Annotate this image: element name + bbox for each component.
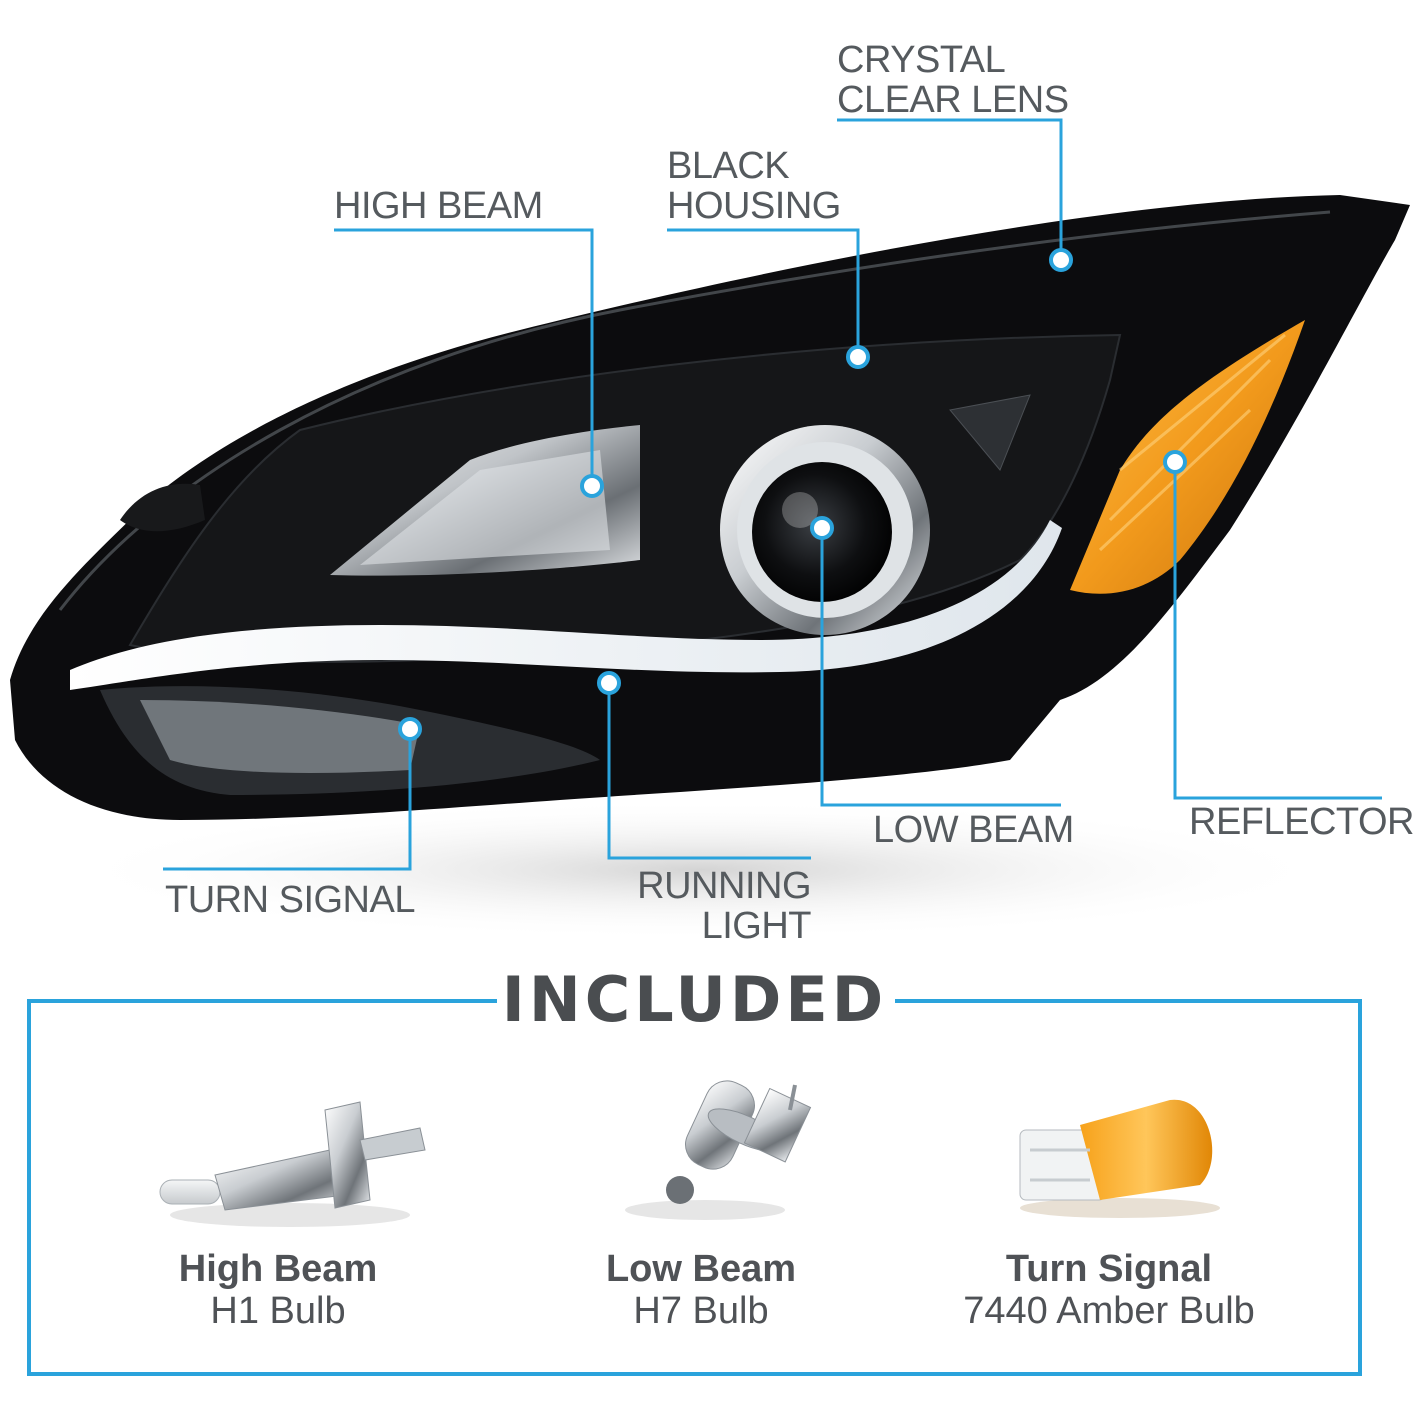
reflector-label: REFLECTOR: [1189, 802, 1414, 842]
crystal-clear-lens-label: CRYSTAL CLEAR LENS: [837, 40, 1069, 120]
callout-lines: [163, 118, 1382, 871]
turn-signal-bulb-title: Turn Signal: [1005, 1248, 1213, 1290]
h7-bulb-image: [625, 1080, 812, 1220]
crystal-lens-dot: [1049, 248, 1073, 272]
ground-shadow: [60, 800, 1340, 940]
reflector-leader: [1173, 462, 1382, 800]
high-beam-text: HIGH BEAM: [334, 185, 543, 227]
turn-signal-text: TURN SIGNAL: [165, 879, 415, 921]
included-frame: [27, 999, 1362, 1376]
amber-reflector: [1070, 320, 1305, 594]
high-beam-leader: [334, 228, 594, 486]
running-light-line1: RUNNING: [637, 865, 811, 907]
low-beam-leader: [820, 528, 1061, 807]
reflector-dot: [1163, 450, 1187, 474]
crystal-clear-lens-line1: CRYSTAL: [837, 39, 1006, 81]
turn-signal-leader: [163, 729, 412, 871]
running-light-leader: [607, 683, 811, 860]
high-beam-bulb-caption: High Beam H1 Bulb: [68, 1248, 488, 1332]
turn-signal-dot: [398, 717, 422, 741]
running-light-dot: [597, 671, 621, 695]
black-housing-line2: HOUSING: [667, 185, 841, 227]
running-light-label: RUNNING LIGHT: [611, 866, 811, 946]
low-beam-dot: [810, 516, 834, 540]
low-beam-bulb-title: Low Beam: [605, 1248, 797, 1290]
turn-signal-bulb-caption: Turn Signal 7440 Amber Bulb: [899, 1248, 1319, 1332]
running-light-line2: LIGHT: [701, 905, 812, 947]
black-housing-label: BLACK HOUSING: [667, 146, 841, 226]
headlight-assembly: [10, 195, 1410, 820]
low-beam-bulb-subtitle: H7 Bulb: [633, 1290, 769, 1332]
low-beam-bulb-caption: Low Beam H7 Bulb: [491, 1248, 911, 1332]
high-beam-bulb-title: High Beam: [178, 1248, 378, 1290]
high-beam-bulb-subtitle: H1 Bulb: [210, 1290, 346, 1332]
turn-signal-bulb-subtitle: 7440 Amber Bulb: [963, 1290, 1255, 1332]
included-title: INCLUDED: [497, 960, 892, 1040]
h1-bulb-image: [159, 1101, 426, 1227]
black-housing-dot: [846, 345, 870, 369]
housing-vents: [949, 394, 1031, 471]
running-light-bar: [70, 520, 1062, 690]
turn-signal-label: TURN SIGNAL: [165, 880, 415, 920]
crystal-clear-lens-line2: CLEAR LENS: [837, 79, 1069, 121]
high-beam-label: HIGH BEAM: [334, 186, 543, 226]
low-beam-label: LOW BEAM: [873, 810, 1074, 850]
crystal-lens-leader: [837, 118, 1063, 260]
callout-dots: [398, 248, 1187, 741]
black-housing-leader: [667, 228, 860, 357]
amber-bulb-image: [1019, 1099, 1220, 1218]
black-housing-line1: BLACK: [667, 145, 790, 187]
reflector-text: REFLECTOR: [1189, 801, 1414, 843]
low-beam-text: LOW BEAM: [873, 809, 1074, 851]
high-beam-dot: [580, 474, 604, 498]
